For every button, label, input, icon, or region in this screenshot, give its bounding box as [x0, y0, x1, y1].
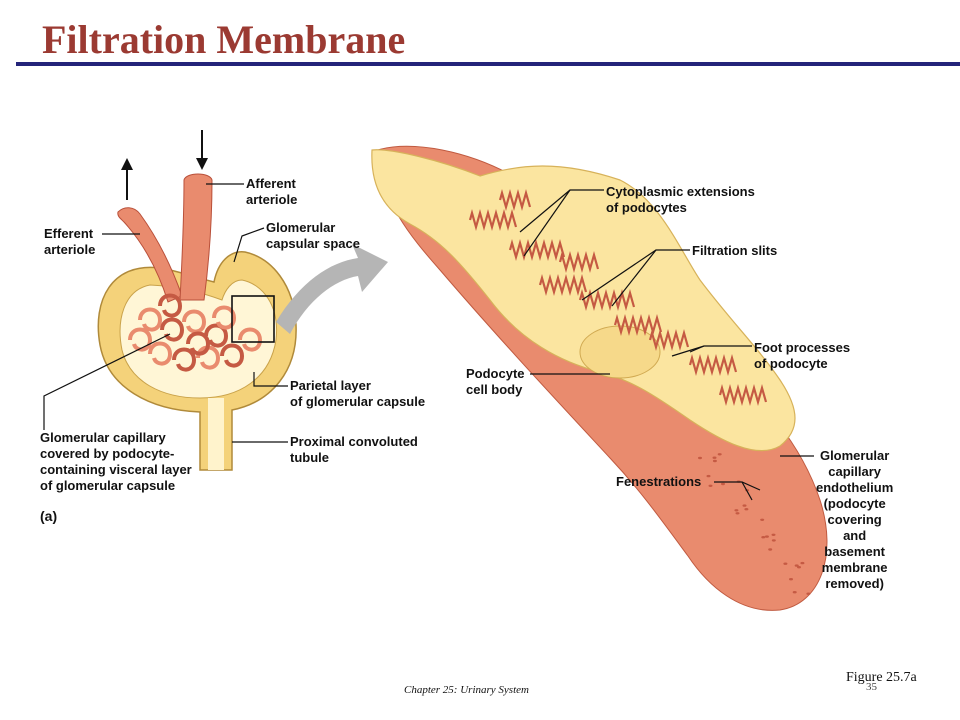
fenestration-dot	[742, 504, 747, 507]
afferent-flow-arrow	[196, 130, 208, 170]
glomerular-capillary-loop	[128, 327, 153, 352]
glomerular-capillary-loop	[158, 293, 183, 318]
panel-label: (a)	[40, 508, 58, 524]
glomerular-capillary-loop	[182, 309, 207, 334]
fenestration-dot	[717, 453, 722, 456]
filtration-slit-squiggle	[468, 208, 518, 232]
footer-chapter: Chapter 25: Urinary System	[404, 684, 529, 696]
glomerulus	[128, 293, 263, 372]
filtration-slit-squiggle	[718, 383, 768, 407]
label-podocyte-cell-body: Podocyte cell body	[466, 366, 525, 397]
fenestration-dot	[806, 592, 811, 595]
fenestration-dot	[783, 562, 788, 565]
filtration-slit-squiggle	[498, 188, 532, 212]
magnify-arrow	[276, 244, 388, 334]
leader-glom-space	[233, 227, 265, 263]
detail-box	[231, 295, 275, 343]
fenestration-dots	[698, 453, 811, 595]
fenestration-dot	[794, 564, 799, 567]
fenestration-dot	[789, 578, 793, 581]
fenestration-dot	[797, 566, 801, 569]
fenestration-dot	[735, 512, 740, 515]
glomerular-capillary-loop	[196, 345, 221, 370]
label-glomerular-capillary-endothelium: Glomerular capillary endothelium (podocy…	[816, 448, 894, 591]
label-glomerular-capsular-space: Glomerular capsular space	[266, 220, 360, 251]
podocyte-cell-body	[579, 325, 661, 379]
fenestration-dot	[734, 509, 739, 512]
capsular-space	[119, 279, 278, 399]
label-glomerular-capillary: Glomerular capillary covered by podocyte…	[40, 430, 192, 493]
filtration-slit-pattern	[468, 188, 768, 407]
leader-lines	[43, 183, 814, 501]
glomerular-capillary-loop	[204, 323, 229, 348]
fenestration-dot	[768, 548, 773, 551]
tubule-lumen	[208, 398, 224, 470]
fenestration-dot	[708, 484, 713, 487]
label-parietal-layer: Parietal layer of glomerular capsule	[290, 378, 426, 409]
label-afferent-arteriole: Afferent arteriole	[246, 176, 298, 207]
filtration-slit-squiggle	[558, 250, 600, 274]
fenestration-dot	[744, 508, 749, 511]
fenestration-dot	[792, 591, 797, 594]
leader-glom-capillary	[43, 333, 171, 430]
glomerular-capillary-loop	[172, 347, 197, 372]
label-cytoplasmic-extensions: Cytoplasmic extensions of podocytes	[606, 184, 755, 215]
glomerular-capillary-loop	[186, 331, 211, 356]
filtration-slit-squiggle	[578, 288, 636, 312]
filtration-slit-squiggle	[688, 353, 738, 377]
glomerular-capillary-loop	[212, 305, 237, 330]
afferent-arteriole	[179, 173, 213, 301]
fenestration-dot	[771, 539, 776, 542]
fenestration-dot	[706, 474, 711, 478]
footer-page-number: 35	[866, 681, 877, 693]
filtration-slit-squiggle	[538, 273, 588, 297]
slide-title: Filtration Membrane	[42, 17, 406, 62]
fenestration-dot	[764, 535, 769, 538]
fenestration-dot	[761, 536, 766, 539]
label-foot-processes: Foot processes of podocyte	[754, 340, 851, 371]
fenestration-dot	[721, 482, 725, 486]
label-fenestrations: Fenestrations	[616, 474, 702, 489]
fenestration-dot	[771, 533, 776, 536]
leader-cyto-2	[523, 189, 571, 257]
fenestration-dot	[760, 518, 765, 521]
glomerular-capillary-loop	[238, 327, 263, 352]
renal-corpuscle	[97, 130, 297, 471]
label-efferent-arteriole: Efferent arteriole	[44, 226, 96, 257]
filtration-slit-squiggle	[648, 328, 690, 352]
label-filtration-slits: Filtration slits	[692, 243, 778, 258]
fenestration-dot	[712, 459, 717, 463]
fenestration-dot	[698, 456, 702, 460]
label-proximal-convoluted-tubule: Proximal convoluted tubule	[290, 434, 418, 465]
title-rule	[16, 62, 960, 66]
fenestration-dot	[712, 456, 717, 459]
filtration-slit-squiggle	[508, 238, 566, 262]
capillary-enlargement	[371, 145, 828, 611]
leader-parietal	[253, 372, 288, 387]
leader-fenestrations-2	[741, 481, 753, 501]
footer-figure: Figure 25.7a	[846, 670, 917, 685]
fenestration-dot	[800, 561, 805, 565]
glomerular-capillary-loop	[220, 343, 245, 368]
leader-slits-2	[611, 249, 657, 307]
efferent-flow-arrow	[121, 158, 133, 200]
glomerular-capillary-loop	[160, 317, 185, 342]
filtration-slit-squiggle	[613, 313, 663, 337]
leader-foot-2	[689, 345, 705, 353]
glomerular-capillary-loop	[138, 307, 163, 332]
glomerular-capillary-loop	[148, 341, 173, 366]
